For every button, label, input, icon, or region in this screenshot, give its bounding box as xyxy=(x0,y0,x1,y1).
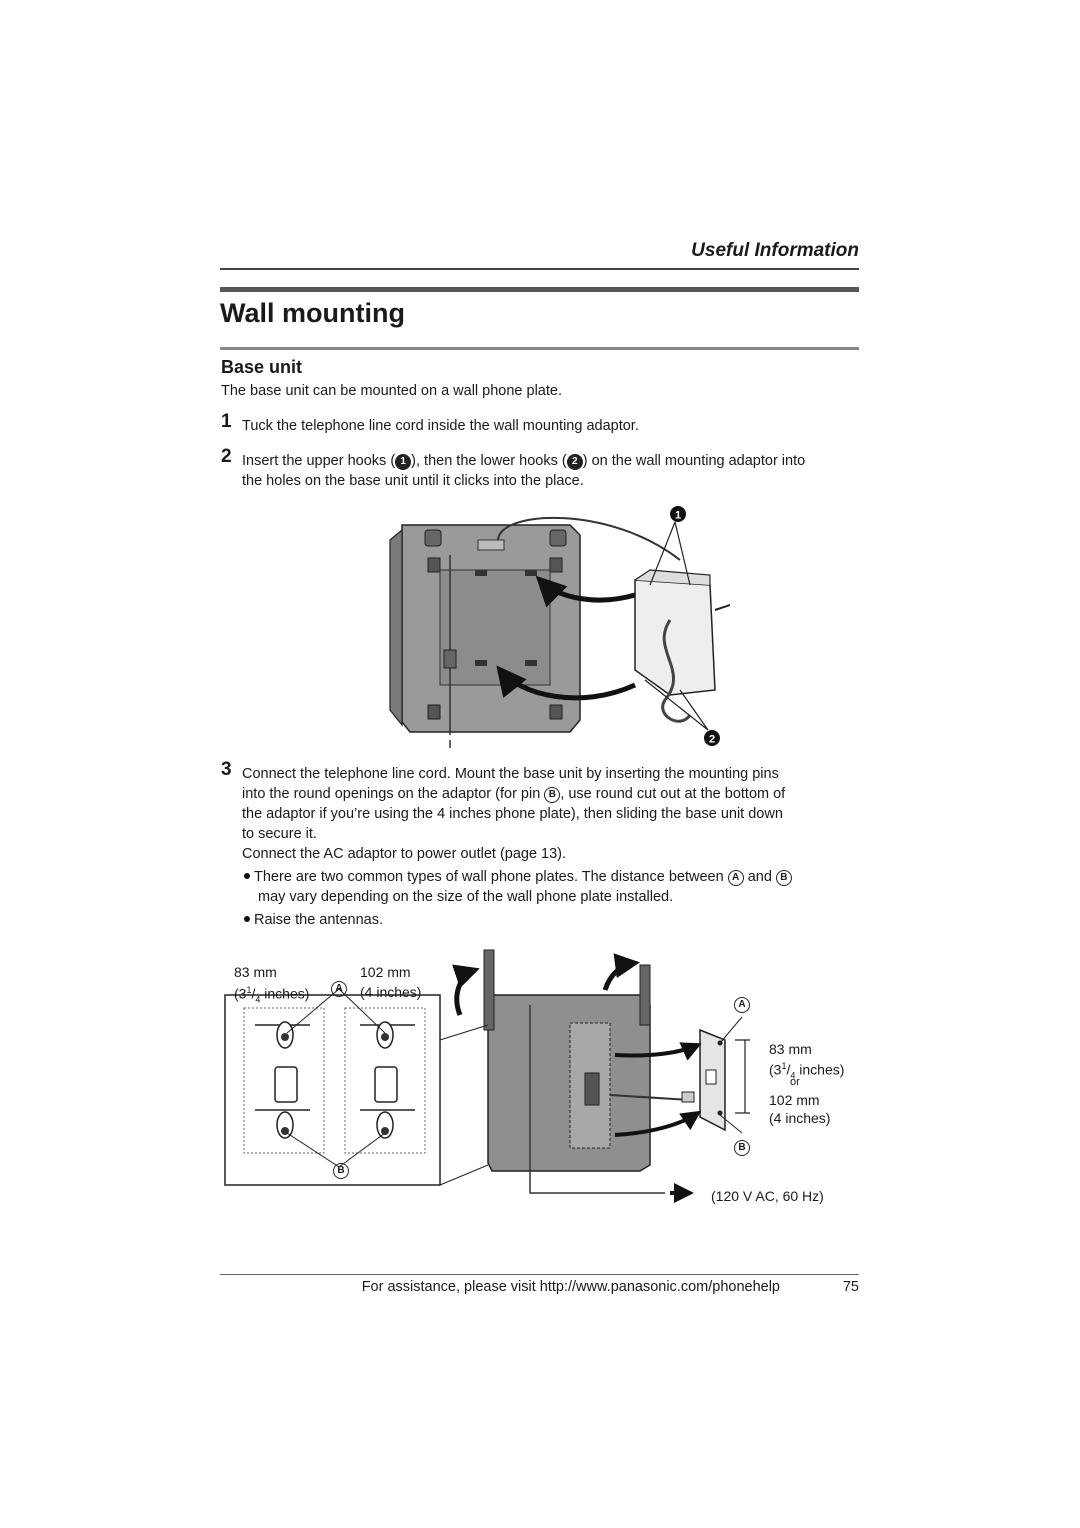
bullet-icon xyxy=(244,916,250,922)
wall-plate-figure xyxy=(224,949,750,1203)
step-text: Tuck the telephone line cord inside the … xyxy=(242,418,639,434)
marker-b: B xyxy=(734,1140,750,1156)
intro-text: The base unit can be mounted on a wall p… xyxy=(221,383,562,399)
side-dim-inches: (31/4 inches) xyxy=(769,1061,845,1081)
left-dim-inches: (31/4 inches) xyxy=(234,985,310,1005)
page-title: Wall mounting xyxy=(220,298,405,328)
section-subtitle: Base unit xyxy=(221,357,303,377)
step-number: 1 xyxy=(221,411,232,432)
marker-a: A xyxy=(734,997,750,1013)
mounting-adaptor-figure: 1 2 xyxy=(389,506,730,748)
marker-1: 1 xyxy=(395,454,412,470)
bullet-item: Raise the antennas. xyxy=(244,910,383,930)
bullet-icon xyxy=(244,873,250,879)
left-dim-mm: 83 mm xyxy=(234,964,277,980)
marker-2: 2 xyxy=(566,454,583,470)
header-rule xyxy=(220,268,859,270)
side-dim2-inches: (4 inches) xyxy=(769,1110,831,1126)
side-dim2-mm: 102 mm xyxy=(769,1092,820,1108)
marker-b: B xyxy=(544,787,561,803)
footer-rule xyxy=(220,1274,859,1275)
page-number: 75 xyxy=(842,1279,859,1295)
marker-a: A xyxy=(727,870,744,886)
or-label: or xyxy=(790,1076,800,1088)
marker-a: A xyxy=(331,981,347,997)
step-text: Connect the telephone line cord. Mount t… xyxy=(242,766,786,862)
subtitle-rule xyxy=(220,347,859,350)
right-dim-mm: 102 mm xyxy=(360,964,411,980)
bullet-item: There are two common types of wall phone… xyxy=(244,867,864,907)
step-number: 2 xyxy=(221,446,232,467)
right-dim-inches: (4 inches) xyxy=(360,984,422,1000)
marker-b: B xyxy=(775,870,792,886)
marker-1: 1 xyxy=(675,510,681,522)
footer-assistance: For assistance, please visit http://www.… xyxy=(361,1279,780,1295)
title-rule xyxy=(220,287,859,292)
step-number: 3 xyxy=(221,759,232,780)
section-header: Useful Information xyxy=(691,240,859,261)
marker-b: B xyxy=(333,1163,349,1179)
power-label: (120 V AC, 60 Hz) xyxy=(711,1188,824,1204)
marker-2: 2 xyxy=(709,734,715,746)
side-dim-mm: 83 mm xyxy=(769,1041,812,1057)
step-text: Insert the upper hooks (1), then the low… xyxy=(242,453,806,489)
